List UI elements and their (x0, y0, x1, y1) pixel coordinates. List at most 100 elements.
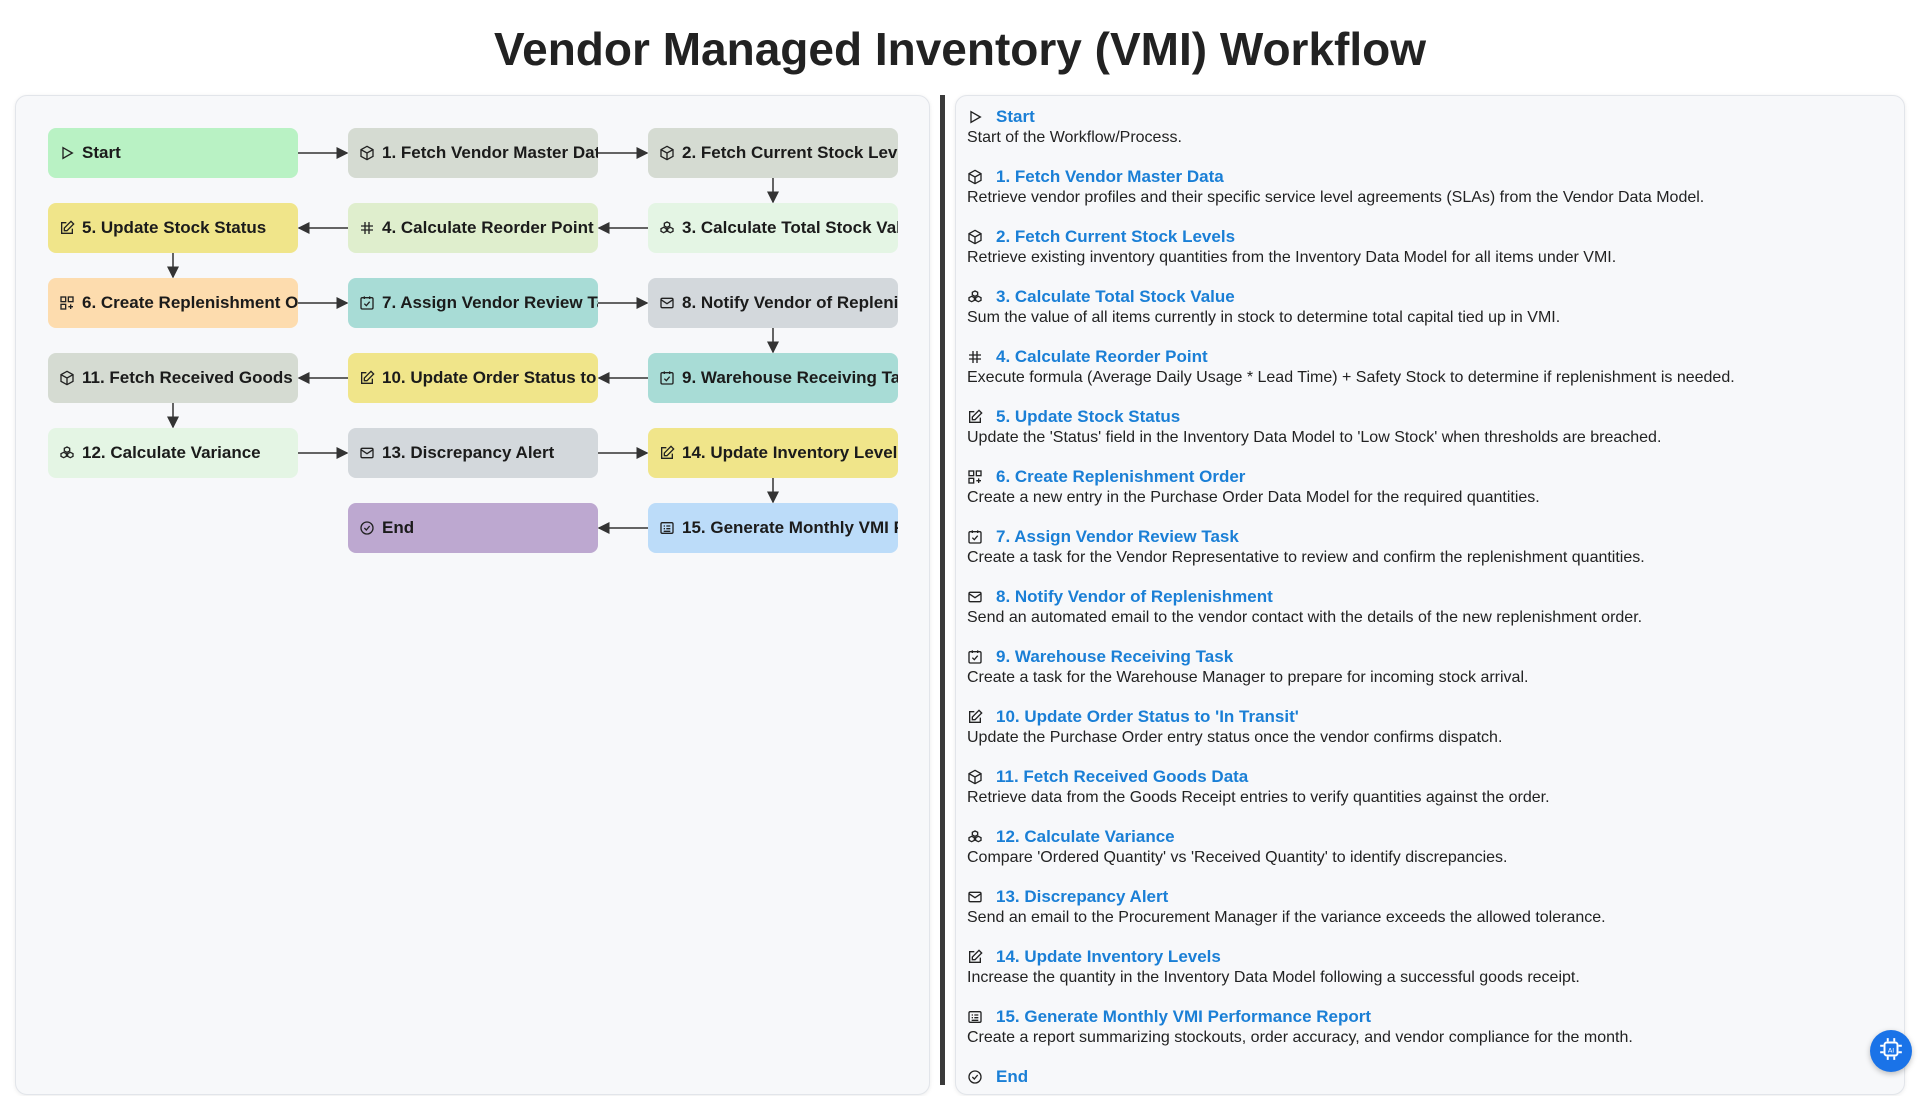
step-header: 14. Update Inventory Levels (967, 946, 1887, 968)
flow-node[interactable]: 3. Calculate Total Stock Value (648, 203, 898, 253)
flow-node[interactable]: 12. Calculate Variance (48, 428, 298, 478)
flow-diagram-panel: Start 1. Fetch Vendor Master Data 2. Fetch… (15, 95, 930, 1095)
step-title-link[interactable]: 2. Fetch Current Stock Levels (996, 227, 1236, 246)
step-description: Create a new entry in the Purchase Order… (967, 489, 1540, 506)
edit-icon (967, 948, 985, 966)
step-description: Start of the Workflow/Process. (967, 129, 1182, 146)
flow-node[interactable]: 10. Update Order Status to 'In Transit' (348, 353, 598, 403)
step-title-link[interactable]: 12. Calculate Variance (996, 827, 1175, 846)
step-description: Create a report summarizing stockouts, o… (967, 1029, 1633, 1046)
step-title-link[interactable]: 1. Fetch Vendor Master Data (996, 167, 1224, 186)
checkbox-icon (967, 528, 985, 546)
flow-node[interactable]: 9. Warehouse Receiving Task (648, 353, 898, 403)
step-title-link[interactable]: 7. Assign Vendor Review Task (996, 527, 1239, 546)
step-title-link[interactable]: 13. Discrepancy Alert (996, 887, 1169, 906)
step-title-link[interactable]: 10. Update Order Status to 'In Transit' (996, 707, 1299, 726)
step-header: 2. Fetch Current Stock Levels (967, 226, 1887, 248)
hash-icon (967, 348, 985, 366)
flow-node-label: 12. Calculate Variance (82, 443, 261, 462)
step-header: 3. Calculate Total Stock Value (967, 286, 1887, 308)
flow-node[interactable]: 7. Assign Vendor Review Task (348, 278, 598, 328)
mail-icon (359, 444, 377, 462)
flow-node[interactable]: Start (48, 128, 298, 178)
step-title-link[interactable]: 6. Create Replenishment Order (996, 467, 1246, 486)
flow-node[interactable]: 5. Update Stock Status (48, 203, 298, 253)
step-header: 9. Warehouse Receiving Task (967, 646, 1887, 668)
ai-chip-icon: AI (1878, 1036, 1904, 1067)
edit-icon (59, 219, 77, 237)
step-title-link[interactable]: 14. Update Inventory Levels (996, 947, 1221, 966)
grid-plus-icon (59, 294, 77, 312)
flow-node[interactable]: 4. Calculate Reorder Point (348, 203, 598, 253)
step-title-link[interactable]: 4. Calculate Reorder Point (996, 347, 1208, 366)
flow-node[interactable]: 8. Notify Vendor of Replenishment (648, 278, 898, 328)
flow-node-label: 1. Fetch Vendor Master Data (382, 143, 598, 162)
cubes-icon (967, 288, 985, 306)
step-header: 11. Fetch Received Goods Data (967, 766, 1887, 788)
flow-node-label: 2. Fetch Current Stock Levels (682, 143, 898, 162)
flow-node-label: 13. Discrepancy Alert (382, 443, 555, 462)
flow-node[interactable]: 11. Fetch Received Goods Data (48, 353, 298, 403)
cube-icon (967, 168, 985, 186)
step-description: Retrieve vendor profiles and their speci… (967, 189, 1705, 206)
flow-node[interactable]: End (348, 503, 598, 553)
page-title: Vendor Managed Inventory (VMI) Workflow (493, 23, 1427, 75)
flow-node[interactable]: 15. Generate Monthly VMI Performance Rep… (648, 503, 898, 553)
step-header: 1. Fetch Vendor Master Data (967, 166, 1887, 188)
step-header: 15. Generate Monthly VMI Performance Rep… (967, 1006, 1887, 1028)
step-title-link[interactable]: 3. Calculate Total Stock Value (996, 287, 1235, 306)
edit-icon (659, 444, 677, 462)
flow-node[interactable]: 14. Update Inventory Levels (648, 428, 898, 478)
cube-icon (359, 144, 377, 162)
step-description: Update the 'Status' field in the Invento… (967, 429, 1662, 446)
step-title-link[interactable]: 8. Notify Vendor of Replenishment (996, 587, 1273, 606)
step-item: 15. Generate Monthly VMI Performance Rep… (967, 1006, 1887, 1066)
flow-node[interactable]: 1. Fetch Vendor Master Data (348, 128, 598, 178)
step-description: Create a task for the Vendor Representat… (967, 549, 1645, 566)
step-description: Sum the value of all items currently in … (967, 309, 1561, 326)
flow-node[interactable]: 13. Discrepancy Alert (348, 428, 598, 478)
step-title-link[interactable]: End (996, 1067, 1029, 1086)
step-header: End (967, 1066, 1887, 1088)
cube-icon (967, 228, 985, 246)
flow-node-label: 15. Generate Monthly VMI Performance Rep… (682, 518, 898, 537)
step-title-link[interactable]: 5. Update Stock Status (996, 407, 1181, 426)
step-title-link[interactable]: 11. Fetch Received Goods Data (996, 767, 1249, 786)
step-item: End (967, 1066, 1887, 1094)
panel-splitter[interactable] (940, 95, 945, 1085)
flow-node-label: 14. Update Inventory Levels (682, 443, 898, 462)
cubes-icon (659, 219, 677, 237)
step-header: 6. Create Replenishment Order (967, 466, 1887, 488)
flow-node[interactable]: 2. Fetch Current Stock Levels (648, 128, 898, 178)
cube-icon (967, 768, 985, 786)
ai-assistant-button[interactable]: AI (1870, 1030, 1912, 1072)
cube-icon (59, 369, 77, 387)
svg-text:AI: AI (1888, 1046, 1894, 1054)
step-item: 10. Update Order Status to 'In Transit'U… (967, 706, 1887, 766)
step-description: Increase the quantity in the Inventory D… (967, 969, 1580, 986)
flow-node-label: 5. Update Stock Status (82, 218, 267, 237)
flow-node-label: Start (82, 143, 121, 162)
step-description: Send an automated email to the vendor co… (967, 609, 1643, 626)
step-title-link[interactable]: Start (996, 107, 1035, 126)
step-header: 4. Calculate Reorder Point (967, 346, 1887, 368)
mail-icon (967, 888, 985, 906)
step-title-link[interactable]: 9. Warehouse Receiving Task (996, 647, 1234, 666)
check-circle-icon (359, 519, 377, 537)
step-description (967, 1088, 1887, 1094)
cubes-icon (59, 444, 77, 462)
flow-node[interactable]: 6. Create Replenishment Order (48, 278, 298, 328)
flow-node-label: 4. Calculate Reorder Point (382, 218, 594, 237)
step-header: 13. Discrepancy Alert (967, 886, 1887, 908)
step-header: 5. Update Stock Status (967, 406, 1887, 428)
step-header: Start (967, 106, 1887, 128)
step-description: Execute formula (Average Daily Usage * L… (967, 369, 1735, 386)
step-title-link[interactable]: 15. Generate Monthly VMI Performance Rep… (996, 1007, 1372, 1026)
